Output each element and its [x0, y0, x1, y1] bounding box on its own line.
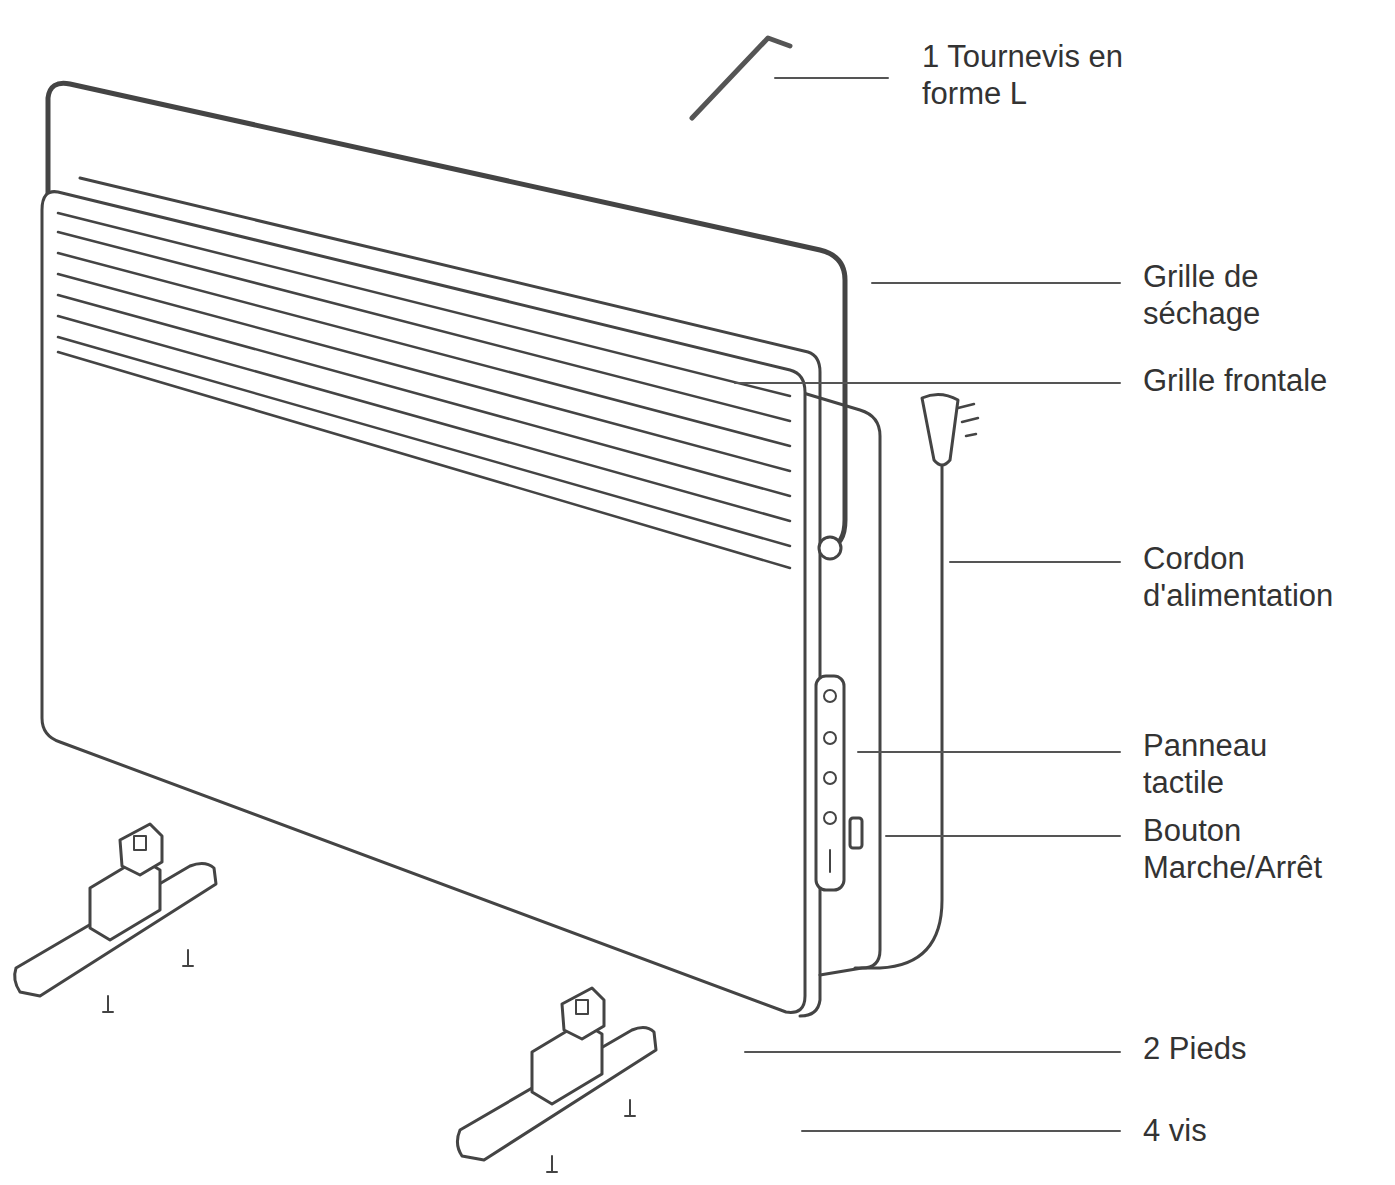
foot [576, 1000, 588, 1014]
touch-buttons [824, 812, 836, 824]
part-label: Cordon d'alimentation [1143, 540, 1383, 614]
front-panel [42, 192, 805, 1013]
front-grille [58, 352, 790, 568]
power-plug [922, 394, 958, 465]
foot [457, 988, 656, 1160]
front-grille [58, 337, 790, 546]
foot [120, 824, 162, 875]
part-label: 4 vis [1143, 1112, 1383, 1149]
touch-buttons [829, 850, 831, 872]
rack-joint [819, 537, 841, 559]
front-grille [58, 213, 790, 568]
touch-panel [816, 676, 844, 890]
touch-buttons [824, 690, 836, 872]
plug-pins [958, 404, 978, 436]
touch-buttons [824, 690, 836, 702]
leader-lines [858, 751, 1120, 753]
part-label: Grille de séchage [1143, 258, 1383, 332]
leader-lines [735, 382, 1120, 384]
front-grille [58, 232, 790, 421]
leader-lines [872, 282, 1120, 284]
part-label: Grille frontale [1143, 362, 1383, 399]
touch-buttons [824, 772, 836, 784]
part-label: 2 Pieds [1143, 1030, 1383, 1067]
screw [625, 1100, 635, 1116]
front-grille [58, 295, 790, 496]
touch-buttons [824, 732, 836, 744]
power-switch [850, 818, 862, 848]
part-label: 1 Tournevis en forme L [922, 38, 1172, 112]
foot [562, 988, 604, 1039]
front-grille [58, 316, 790, 521]
screw [103, 950, 193, 1012]
part-label: Bouton Marche/Arrêt [1143, 812, 1343, 886]
leader-lines [735, 78, 1120, 1131]
leader-lines [950, 561, 1120, 563]
screw [547, 1156, 557, 1172]
screw [547, 1100, 635, 1172]
power-cord [855, 462, 942, 968]
front-grille [58, 253, 790, 446]
heater-back [800, 392, 880, 975]
leader-lines [802, 1130, 1120, 1132]
leader-lines [775, 77, 888, 79]
leader-lines [745, 1051, 1120, 1053]
foot [134, 836, 146, 850]
screw [183, 950, 193, 966]
leader-lines [886, 835, 1120, 837]
screw [103, 996, 113, 1012]
part-label: Panneau tactile [1143, 727, 1303, 801]
foot [15, 824, 216, 996]
